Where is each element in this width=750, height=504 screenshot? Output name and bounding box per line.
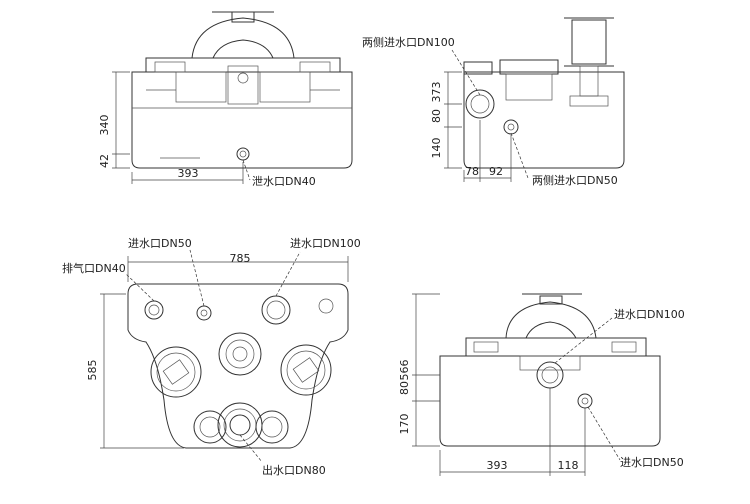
dim-80b: 80: [398, 381, 411, 395]
dim-373: 373: [430, 82, 443, 103]
side-view-2: 566 80 170 393 118 进水口DN100 进水口DN50: [398, 293, 685, 476]
dim-785: 785: [230, 252, 251, 265]
dim-92: 92: [489, 165, 503, 178]
label-outlet-dn80: 出水口DN80: [262, 463, 326, 477]
label-inlet-dn100-b: 进水口DN100: [614, 308, 685, 321]
dim-140: 140: [430, 138, 443, 159]
label-drain: 泄水口DN40: [252, 175, 316, 188]
dim-340: 340: [98, 115, 111, 136]
dim-80: 80: [430, 109, 443, 123]
label-inlet-dn50: 进水口DN50: [128, 237, 192, 250]
dim-393b: 393: [487, 459, 508, 472]
label-inlet-dn100: 进水口DN100: [290, 237, 361, 250]
label-inlet-sides-50: 两侧进水口DN50: [532, 174, 618, 187]
dim-393: 393: [178, 167, 199, 180]
front-view: 340 42 393 泄水口DN40: [98, 11, 353, 188]
label-inlet-dn50-b: 进水口DN50: [620, 456, 684, 469]
label-vent-dn40: 排气口DN40: [62, 261, 126, 275]
dim-78: 78: [465, 165, 479, 178]
label-inlet-sides-100: 两侧进水口DN100: [362, 36, 455, 49]
side-view: 373 80 140 78 92 两侧进水口DN100 两侧进水口DN50: [362, 17, 625, 187]
dim-42: 42: [98, 154, 111, 168]
dim-566: 566: [398, 360, 411, 381]
dim-118: 118: [558, 459, 579, 472]
dim-170: 170: [398, 414, 411, 435]
top-view: 785 585 进水口DN50 进水口DN100 排气口DN40 出水口DN80: [62, 237, 361, 477]
dim-585: 585: [86, 360, 99, 381]
